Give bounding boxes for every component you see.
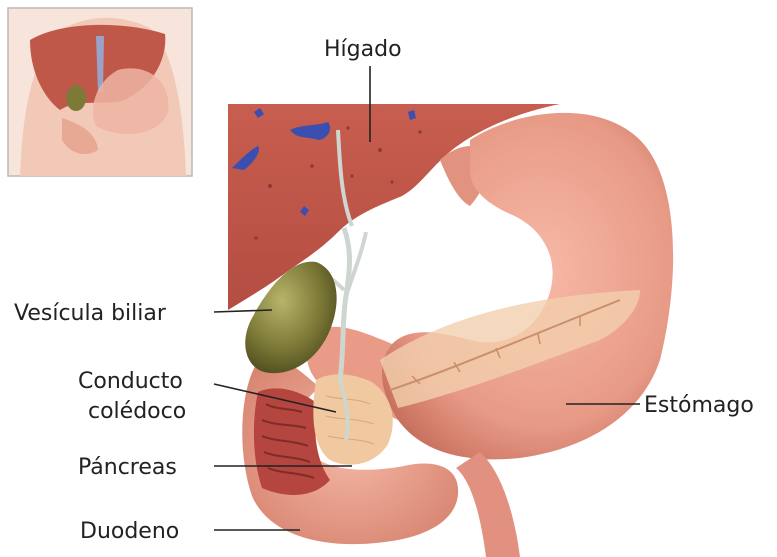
label-bile-duct-line1: Conducto bbox=[78, 369, 183, 394]
label-stomach: Estómago bbox=[644, 393, 754, 418]
label-bile-duct-line2: colédoco bbox=[88, 399, 186, 424]
torso-inset bbox=[8, 8, 192, 176]
label-gallbladder: Vesícula biliar bbox=[14, 301, 167, 326]
label-pancreas: Páncreas bbox=[78, 455, 177, 480]
label-duodenum: Duodeno bbox=[80, 519, 179, 544]
label-liver: Hígado bbox=[324, 37, 402, 62]
